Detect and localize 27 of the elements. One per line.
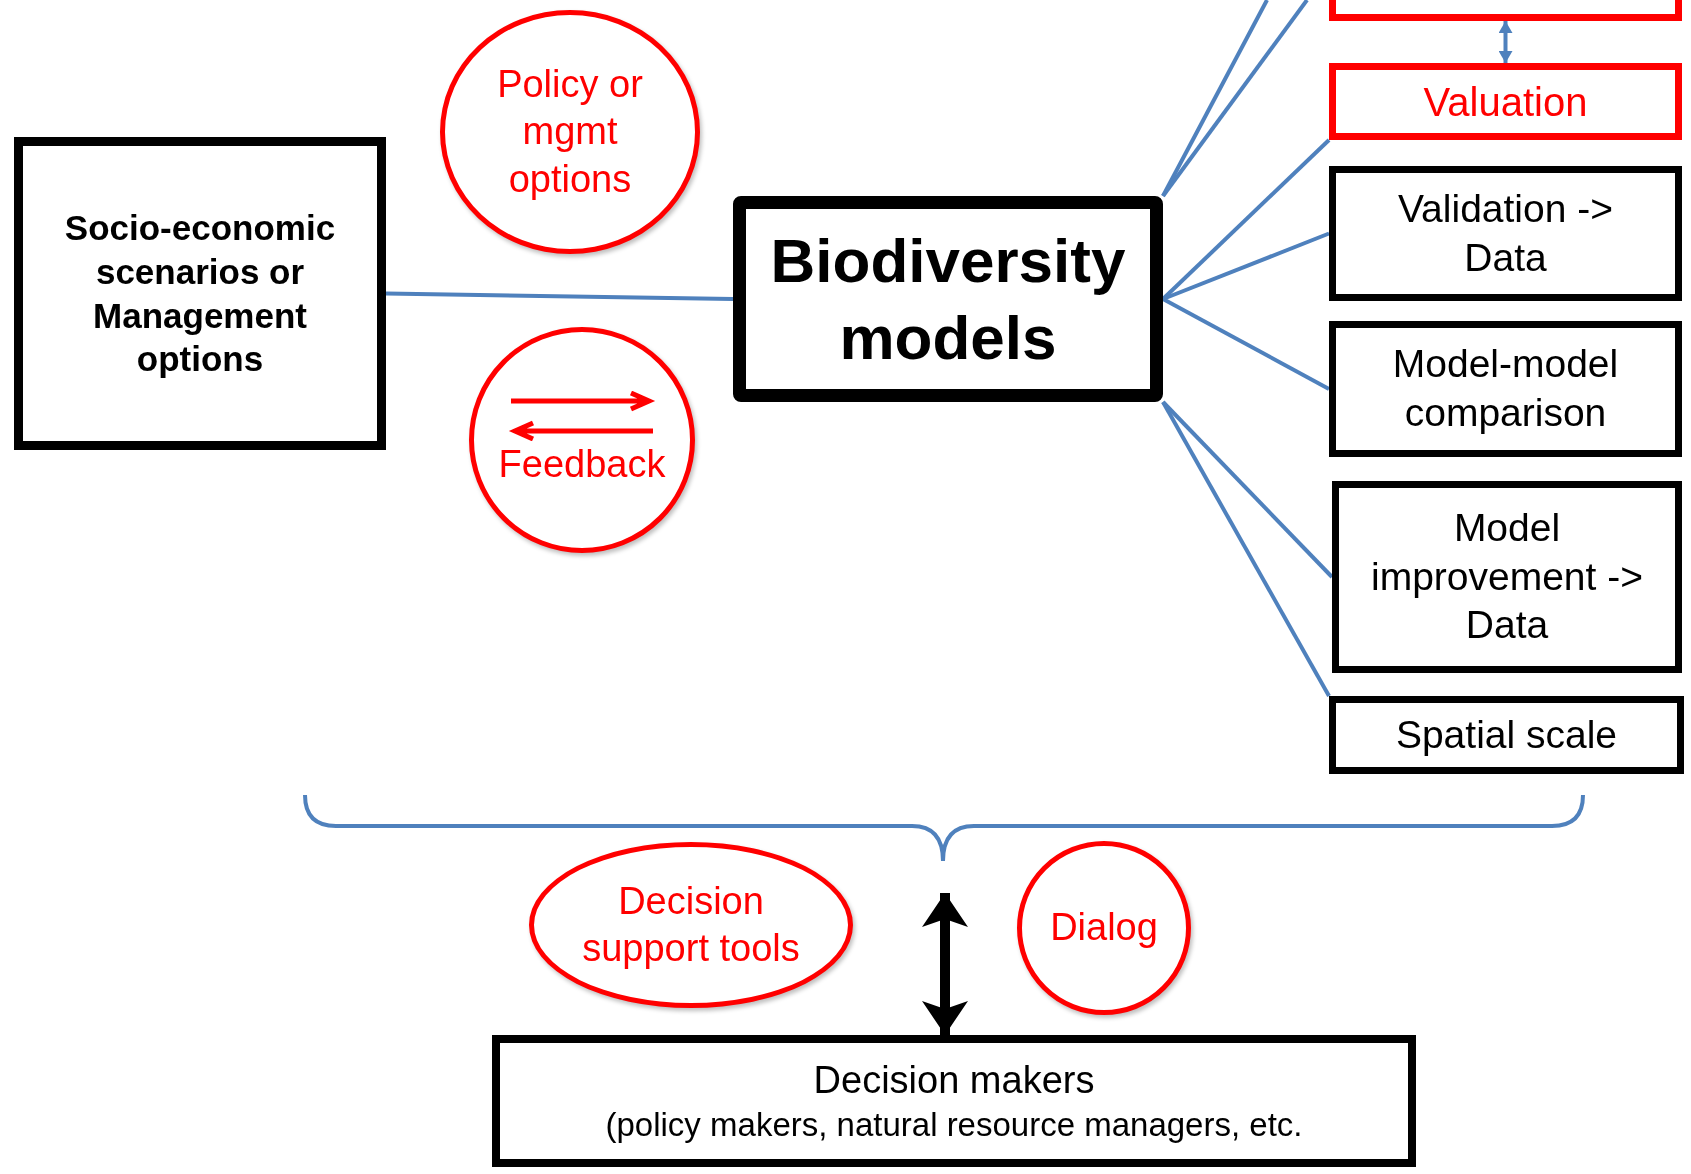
box-label: Model improvement -> Data — [1370, 504, 1644, 649]
circle-label: Decision support tools — [581, 878, 801, 971]
circle-label: Dialog — [1050, 905, 1158, 951]
box-label: Validation -> Data — [1397, 185, 1614, 281]
double-arrow — [1498, 21, 1513, 63]
connector-line — [1161, 401, 1331, 697]
box-title: Decision makers — [813, 1057, 1095, 1103]
circle-label: Feedback — [498, 442, 666, 488]
valuation-box — [1329, 63, 1682, 140]
box-title: Socio-economic scenarios or Management options — [63, 207, 337, 381]
circle-label: Policy or mgmt options — [496, 61, 644, 202]
box-subtitle: (policy makers, natural resource managers, etc. — [605, 1105, 1303, 1146]
actor-box — [492, 1035, 1416, 1167]
connector-line — [1162, 297, 1330, 391]
box-label: Model-model comparison — [1391, 341, 1620, 436]
process-box — [1329, 696, 1684, 774]
connector-line — [1161, 0, 1309, 198]
double-arrow — [922, 893, 968, 1035]
box-label: Valuation — [1423, 78, 1588, 126]
process-box — [1332, 481, 1682, 673]
scenario-box — [14, 137, 386, 450]
connector-line — [385, 291, 734, 301]
box-title: Biodiversity models — [769, 224, 1127, 374]
process-box — [1329, 321, 1682, 457]
box-label: Spatial scale — [1395, 711, 1618, 758]
model-box — [733, 196, 1163, 402]
process-box — [1329, 166, 1682, 301]
